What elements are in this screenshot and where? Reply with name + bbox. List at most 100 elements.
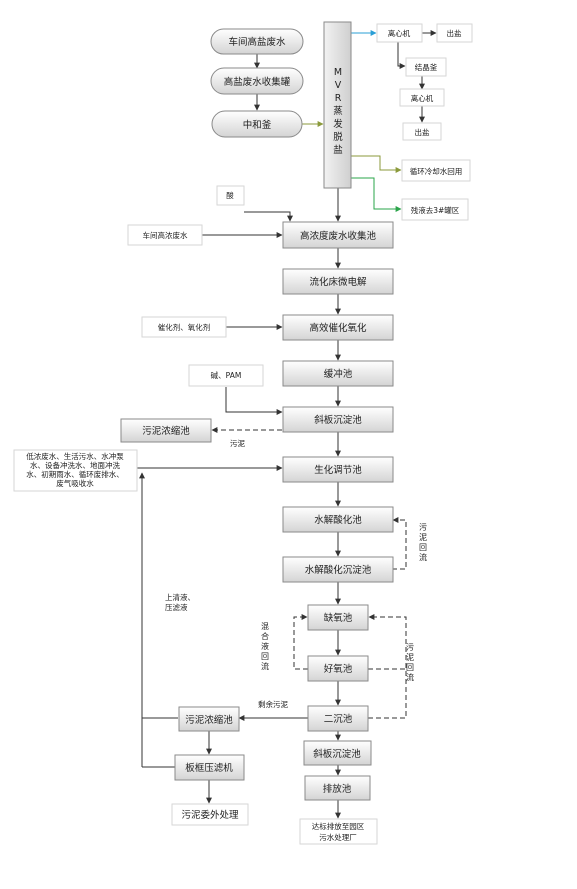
low-conc-line-1: 低浓废水、生活污水、水冲泵 <box>26 451 124 461</box>
node-sludge-thickener-1-label: 污泥浓缩池 <box>142 425 190 437</box>
node-catalytic-oxidation-label: 高效催化氧化 <box>309 322 367 334</box>
mvr-char-6: 脱 <box>333 131 343 143</box>
svg-text:流: 流 <box>419 552 427 562</box>
node-sludge-outsource: 污泥委外处理 <box>171 803 249 826</box>
node-high-conc-tank-label: 高浓度废水收集池 <box>300 230 377 242</box>
svg-text:泥: 泥 <box>406 653 414 662</box>
node-mvr-evaporator: M V R 蒸 发 脱 盐 <box>323 21 352 189</box>
node-neutralize-tank: 中和釜 <box>211 110 303 138</box>
input-catalyst: 催化剂、氧化剂 <box>141 316 227 338</box>
park-wwtp-line-2: 污水处理厂 <box>319 832 357 842</box>
node-high-salt-tank: 高盐废水收集罐 <box>210 67 304 95</box>
node-high-salt-tank-label: 高盐废水收集罐 <box>224 76 291 88</box>
svg-text:泥: 泥 <box>419 533 427 542</box>
node-crystal-tank-label: 结晶釜 <box>415 62 438 72</box>
input-acid: 酸 <box>216 185 245 206</box>
low-conc-line-3: 水、初期雨水、循环废排水、 <box>26 469 124 479</box>
node-centrifuge-2-label: 离心机 <box>411 93 434 103</box>
input-acid-label: 酸 <box>226 190 234 200</box>
node-inclined-settler-1-label: 斜板沉淀池 <box>314 414 362 426</box>
node-hydrolysis-acidification: 水解酸化池 <box>282 506 394 533</box>
input-catalyst-label: 催化剂、氧化剂 <box>158 322 211 332</box>
node-sludge-thickener-2-label: 污泥浓缩池 <box>185 714 233 726</box>
node-discharge-tank-label: 排放池 <box>323 783 352 795</box>
node-salt-out-2: 出盐 <box>402 122 442 141</box>
node-salt-out-1-label: 出盐 <box>447 28 462 38</box>
edge-label-sludge-return-1: 污 泥 回 流 <box>419 522 427 562</box>
mvr-char-4: 蒸 <box>333 105 343 117</box>
node-park-wwtp: 达标排放至园区 污水处理厂 <box>299 818 378 845</box>
edge-label-slag-sludge: 污泥 <box>230 439 245 448</box>
node-centrifuge-1-label: 离心机 <box>388 28 411 38</box>
node-aerobic-tank: 好氧池 <box>307 655 369 682</box>
park-wwtp-line-1: 达标排放至园区 <box>312 821 365 831</box>
edge-label-supernatant-filtrate: 上清液、 压滤液 <box>165 592 195 612</box>
node-inclined-settler-2: 斜板沉淀池 <box>303 740 372 766</box>
svg-text:上清液、: 上清液、 <box>165 592 195 602</box>
node-centrifuge-1: 离心机 <box>376 23 423 43</box>
node-residue-to-zone: 残液去3#罐区 <box>401 198 469 221</box>
node-hydrolysis-acidification-label: 水解酸化池 <box>314 514 362 526</box>
node-salt-out-2-label: 出盐 <box>415 127 430 137</box>
node-salt-out-1: 出盐 <box>436 23 473 43</box>
input-workshop-high-conc: 车间高浓废水 <box>127 224 203 246</box>
connectors <box>137 30 437 819</box>
input-low-conc-water: 低浓废水、生活污水、水冲泵 水、设备冲洗水、地面冲洗 水、初期雨水、循环废排水、… <box>13 449 138 492</box>
node-sludge-thickener-1: 污泥浓缩池 <box>120 418 212 443</box>
low-conc-line-2: 水、设备冲洗水、地面冲洗 <box>30 460 120 470</box>
node-hydrolysis-settler-label: 水解酸化沉淀池 <box>305 564 372 576</box>
node-plate-frame-press-label: 板框压滤机 <box>185 762 233 774</box>
svg-text:污: 污 <box>419 522 427 532</box>
svg-text:流: 流 <box>406 672 414 682</box>
edge-label-mixed-liquor-return: 混 合 液 回 流 <box>261 622 269 671</box>
node-fluidized-bed: 流化床微电解 <box>282 268 394 295</box>
node-centrifuge-2: 离心机 <box>399 88 445 107</box>
edge-label-excess-sludge: 剩余污泥 <box>258 699 288 709</box>
node-aerobic-tank-label: 好氧池 <box>324 663 353 675</box>
svg-text:回: 回 <box>419 543 427 552</box>
node-high-conc-tank: 高浓度废水收集池 <box>282 221 394 249</box>
node-discharge-tank: 排放池 <box>304 775 371 801</box>
node-workshop-high-salt: 车间高盐废水 <box>210 28 304 55</box>
svg-text:合: 合 <box>261 631 269 641</box>
svg-text:液: 液 <box>261 641 269 651</box>
input-alkali-pam: 碱、PAM <box>188 364 264 387</box>
low-conc-line-4: 废气吸收水 <box>56 478 94 488</box>
svg-text:污: 污 <box>406 642 414 652</box>
mvr-char-1: M <box>334 67 342 78</box>
svg-text:混: 混 <box>261 622 269 631</box>
svg-text:流: 流 <box>261 661 269 671</box>
mvr-char-5: 发 <box>333 118 343 130</box>
node-cooling-water-reuse-label: 循环冷却水回用 <box>410 166 463 176</box>
svg-text:回: 回 <box>406 663 414 672</box>
mvr-char-3: R <box>335 93 342 104</box>
edge-label-sludge-return-2: 污 泥 回 流 <box>406 642 414 682</box>
node-catalytic-oxidation: 高效催化氧化 <box>282 314 394 341</box>
node-anoxic-tank-label: 缺氧池 <box>324 612 353 624</box>
node-bio-regulating-label: 生化调节池 <box>314 464 362 476</box>
node-sludge-outsource-label: 污泥委外处理 <box>181 809 239 821</box>
node-anoxic-tank: 缺氧池 <box>307 604 369 631</box>
node-inclined-settler-1: 斜板沉淀池 <box>282 406 394 433</box>
node-residue-to-zone-label: 残液去3#罐区 <box>411 205 460 215</box>
node-secondary-settler-label: 二沉池 <box>324 713 353 725</box>
node-workshop-high-salt-label: 车间高盐废水 <box>228 36 286 48</box>
node-hydrolysis-settler: 水解酸化沉淀池 <box>282 556 394 583</box>
node-secondary-settler: 二沉池 <box>307 705 369 732</box>
node-cooling-water-reuse: 循环冷却水回用 <box>401 159 471 182</box>
mvr-char-2: V <box>335 80 342 91</box>
node-buffer-tank: 缓冲池 <box>282 360 394 387</box>
node-fluidized-bed-label: 流化床微电解 <box>309 276 367 288</box>
svg-text:压滤液: 压滤液 <box>165 602 188 612</box>
node-crystal-tank: 结晶釜 <box>405 57 447 77</box>
node-plate-frame-press: 板框压滤机 <box>174 754 245 781</box>
node-sludge-thickener-2: 污泥浓缩池 <box>178 706 240 732</box>
node-bio-regulating: 生化调节池 <box>282 456 394 483</box>
svg-text:回: 回 <box>261 652 269 661</box>
node-neutralize-tank-label: 中和釜 <box>243 119 272 131</box>
input-workshop-high-conc-label: 车间高浓废水 <box>143 230 188 240</box>
input-alkali-pam-label: 碱、PAM <box>211 371 242 380</box>
node-inclined-settler-2-label: 斜板沉淀池 <box>313 748 361 760</box>
node-buffer-tank-label: 缓冲池 <box>324 368 353 380</box>
